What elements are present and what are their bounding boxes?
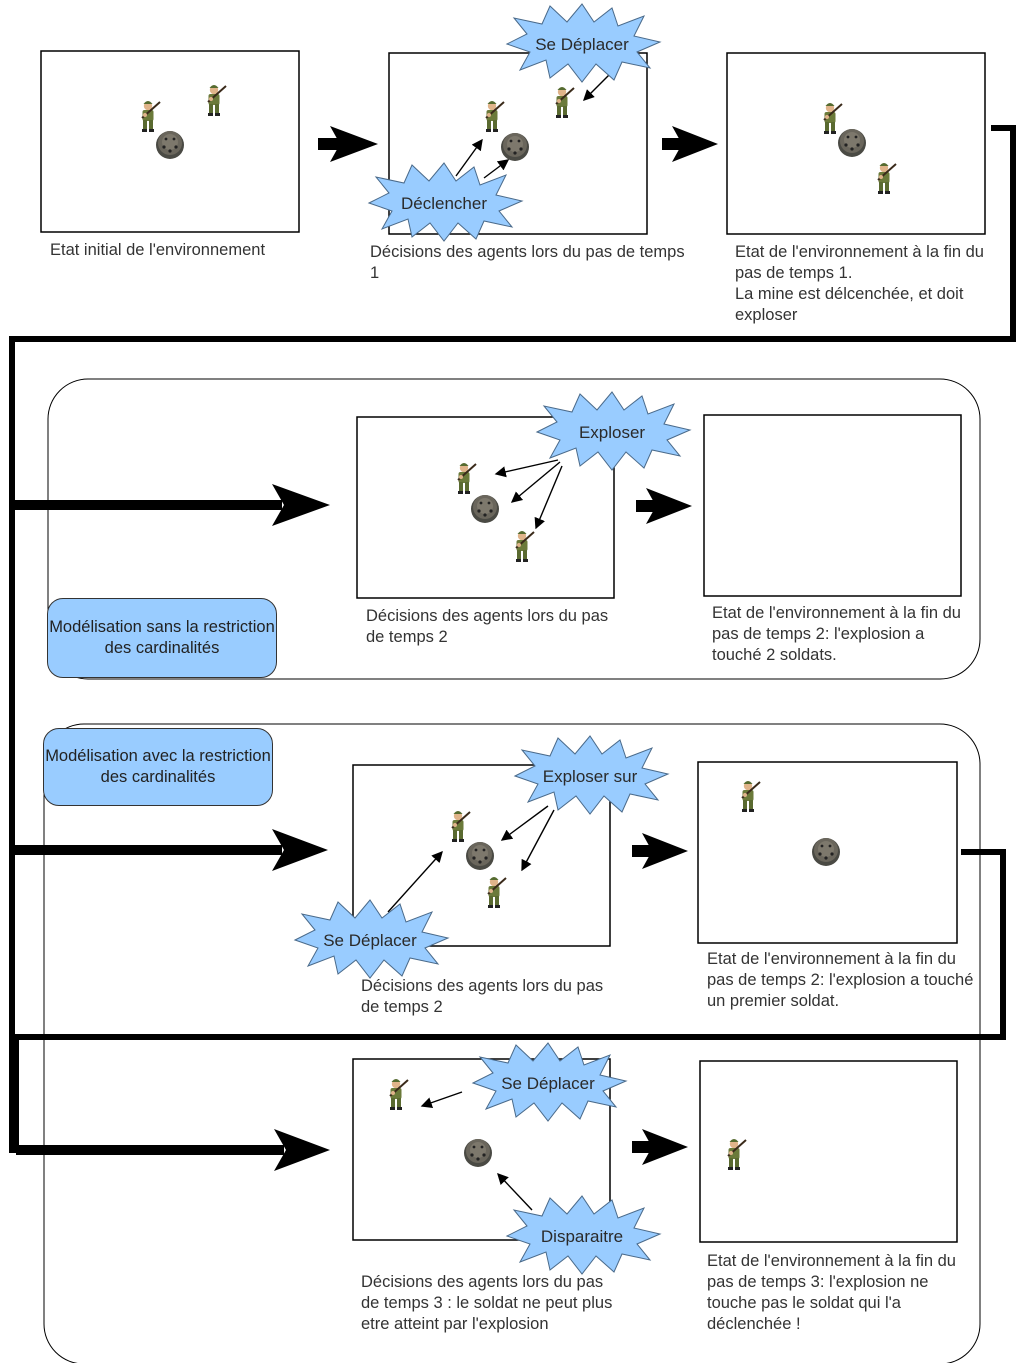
burst-exploser-sur: Exploser sur bbox=[514, 735, 669, 815]
flow-arrow bbox=[12, 829, 328, 871]
mine-icon bbox=[838, 129, 866, 157]
flow-arrow bbox=[632, 1129, 688, 1165]
burst-se-deplacer-1: Se Déplacer bbox=[506, 3, 661, 83]
flow-arrow bbox=[12, 484, 330, 526]
env-box-sans-result bbox=[703, 414, 962, 597]
env-box-avec-result3 bbox=[699, 1060, 958, 1243]
caption-step1-state: Etat de l'environnement à la fin du pas … bbox=[735, 243, 984, 324]
caption-step1-decisions: Décisions des agents lors du pas de temp… bbox=[370, 243, 685, 282]
mine-icon bbox=[501, 133, 529, 161]
burst-se-deplacer-3: Se Déplacer bbox=[472, 1042, 627, 1122]
flow-arrow bbox=[636, 488, 692, 524]
svg-text:Se Déplacer: Se Déplacer bbox=[323, 931, 417, 950]
mine-icon bbox=[812, 838, 840, 866]
flow-arrow bbox=[318, 126, 378, 162]
caption-avec-state3: Etat de l'environnement à la fin du pas … bbox=[707, 1252, 956, 1333]
svg-text:Disparaitre: Disparaitre bbox=[541, 1227, 623, 1246]
burst-se-deplacer-2: Se Déplacer bbox=[294, 899, 449, 979]
flow-arrow bbox=[16, 1129, 330, 1171]
mine-icon bbox=[471, 495, 499, 523]
caption-avec-state2: Etat de l'environnement à la fin du pas … bbox=[707, 950, 974, 1010]
caption-sans-state: Etat de l'environnement à la fin du pas … bbox=[712, 604, 961, 664]
svg-text:Déclencher: Déclencher bbox=[401, 194, 487, 213]
badge-modelisation-sans: Modélisation sans la restriction des car… bbox=[47, 598, 277, 678]
burst-declencher: Déclencher bbox=[368, 162, 523, 242]
svg-text:Se Déplacer: Se Déplacer bbox=[535, 35, 629, 54]
burst-exploser: Exploser bbox=[536, 391, 691, 471]
section-sans-frame bbox=[47, 378, 981, 680]
burst-disparaitre: Disparaitre bbox=[506, 1195, 661, 1275]
badge-modelisation-avec: Modélisation avec la restriction des car… bbox=[43, 728, 273, 806]
mine-icon bbox=[466, 842, 494, 870]
section-avec-frame bbox=[43, 723, 981, 1363]
caption-avec-decisions3: Décisions des agents lors du pas de temp… bbox=[361, 1273, 613, 1333]
svg-text:Se Déplacer: Se Déplacer bbox=[501, 1074, 595, 1093]
mine-icon bbox=[464, 1139, 492, 1167]
flow-arrow bbox=[662, 126, 718, 162]
caption-avec-decisions2: Décisions des agents lors du pas de temp… bbox=[361, 977, 604, 1016]
svg-text:Exploser sur: Exploser sur bbox=[543, 767, 638, 786]
mine-icon bbox=[156, 131, 184, 159]
svg-text:Exploser: Exploser bbox=[579, 423, 645, 442]
flow-arrow bbox=[632, 833, 688, 869]
caption-sans-decisions: Décisions des agents lors du pas de temp… bbox=[366, 607, 609, 646]
caption-initial-state: Etat initial de l'environnement bbox=[50, 241, 266, 259]
